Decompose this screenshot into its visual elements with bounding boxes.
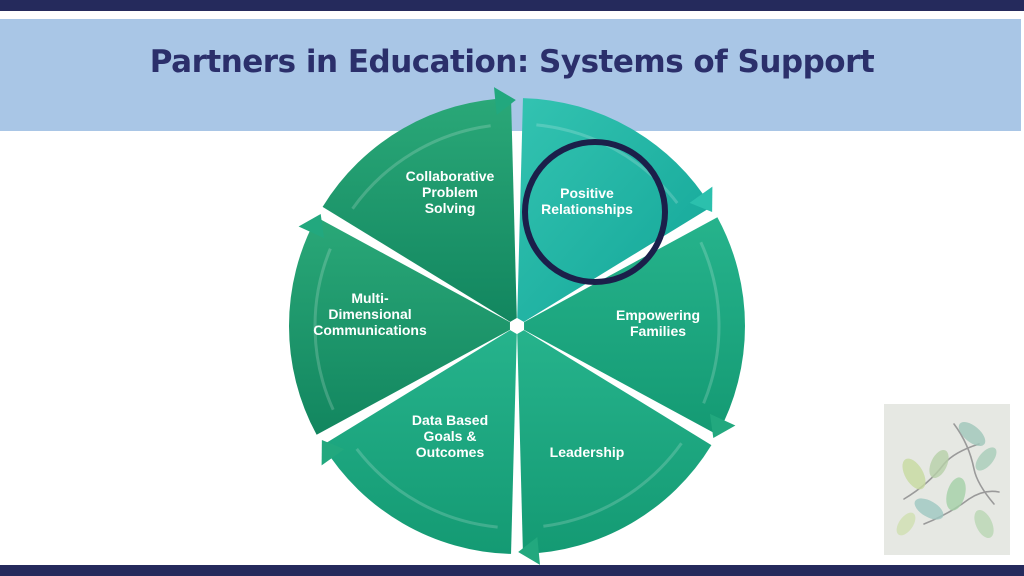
arrowhead-icon bbox=[518, 537, 541, 565]
segment-label-line: Dimensional bbox=[328, 306, 411, 322]
segment-label-line: Leadership bbox=[550, 444, 625, 460]
top-border-bar bbox=[0, 0, 1024, 11]
arrowhead-icon bbox=[321, 440, 345, 466]
segment-label-line: Outcomes bbox=[416, 444, 485, 460]
leaves-decoration bbox=[884, 404, 1010, 555]
segment-label-line: Communications bbox=[313, 322, 427, 338]
bottom-border-bar bbox=[0, 565, 1024, 576]
wheel-segment bbox=[524, 217, 745, 435]
arrowhead-icon bbox=[689, 186, 713, 212]
segment-arrow-arc bbox=[351, 124, 491, 210]
segment-label-line: Problem bbox=[422, 184, 478, 200]
segment-arrow-arc bbox=[355, 448, 498, 529]
segment-arrow-arc bbox=[543, 442, 683, 528]
wheel-segment bbox=[289, 217, 510, 435]
segment-label-line: Positive bbox=[560, 185, 614, 201]
wheel-segment bbox=[322, 98, 517, 322]
segment-label-line: Collaborative bbox=[406, 168, 495, 184]
segment-arrow-arc bbox=[313, 248, 335, 411]
segment-label-line: Goals & bbox=[424, 428, 477, 444]
arrowhead-icon bbox=[298, 214, 325, 239]
segment-label-line: Multi- bbox=[351, 290, 389, 306]
segment-label-line: Data Based bbox=[412, 412, 488, 428]
segment-arrow-arc bbox=[536, 123, 679, 204]
segment-label-line: Empowering bbox=[616, 307, 700, 323]
segment-label-line: Relationships bbox=[541, 201, 633, 217]
page-title: Partners in Education: Systems of Suppor… bbox=[149, 44, 875, 80]
highlight-ring bbox=[522, 139, 668, 285]
wheel-segment bbox=[517, 98, 712, 322]
segment-label-line: Solving bbox=[425, 200, 476, 216]
wheel-segment bbox=[322, 330, 517, 554]
arrowhead-icon bbox=[709, 413, 736, 438]
wheel-segment bbox=[517, 330, 712, 554]
leaves-icon bbox=[896, 422, 1000, 539]
segment-label-line: Families bbox=[630, 323, 686, 339]
arrowhead-icon bbox=[493, 87, 516, 115]
segment-arrow-arc bbox=[699, 241, 721, 404]
